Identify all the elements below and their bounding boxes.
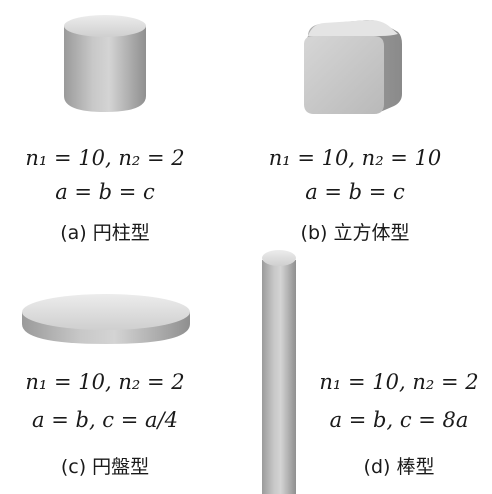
panel-b-caption: (b) 立方体型 bbox=[300, 222, 410, 244]
panel-b-relation-line: a = b = c bbox=[305, 180, 405, 204]
rod-shape bbox=[262, 250, 296, 494]
panel-d-caption: (d) 棒型 bbox=[363, 456, 435, 478]
disk-shape bbox=[22, 294, 190, 344]
panel-b-param-line: n₁ = 10, n₂ = 10 bbox=[268, 146, 442, 170]
cylinder-shape bbox=[64, 15, 146, 112]
panel-d-relation-line: a = b, c = 8a bbox=[329, 408, 469, 432]
panel-c-param-line: n₁ = 10, n₂ = 2 bbox=[25, 370, 185, 394]
panel-d-param-line: n₁ = 10, n₂ = 2 bbox=[319, 370, 479, 394]
panel-a-relation-line: a = b = c bbox=[55, 180, 155, 204]
panel-c-caption: (c) 円盤型 bbox=[60, 456, 150, 478]
panel-a-param-line: n₁ = 10, n₂ = 2 bbox=[25, 146, 185, 170]
panel-a-caption: (a) 円柱型 bbox=[60, 222, 150, 244]
panel-c-relation-line: a = b, c = a/4 bbox=[32, 408, 178, 432]
cube-shape bbox=[304, 20, 402, 114]
